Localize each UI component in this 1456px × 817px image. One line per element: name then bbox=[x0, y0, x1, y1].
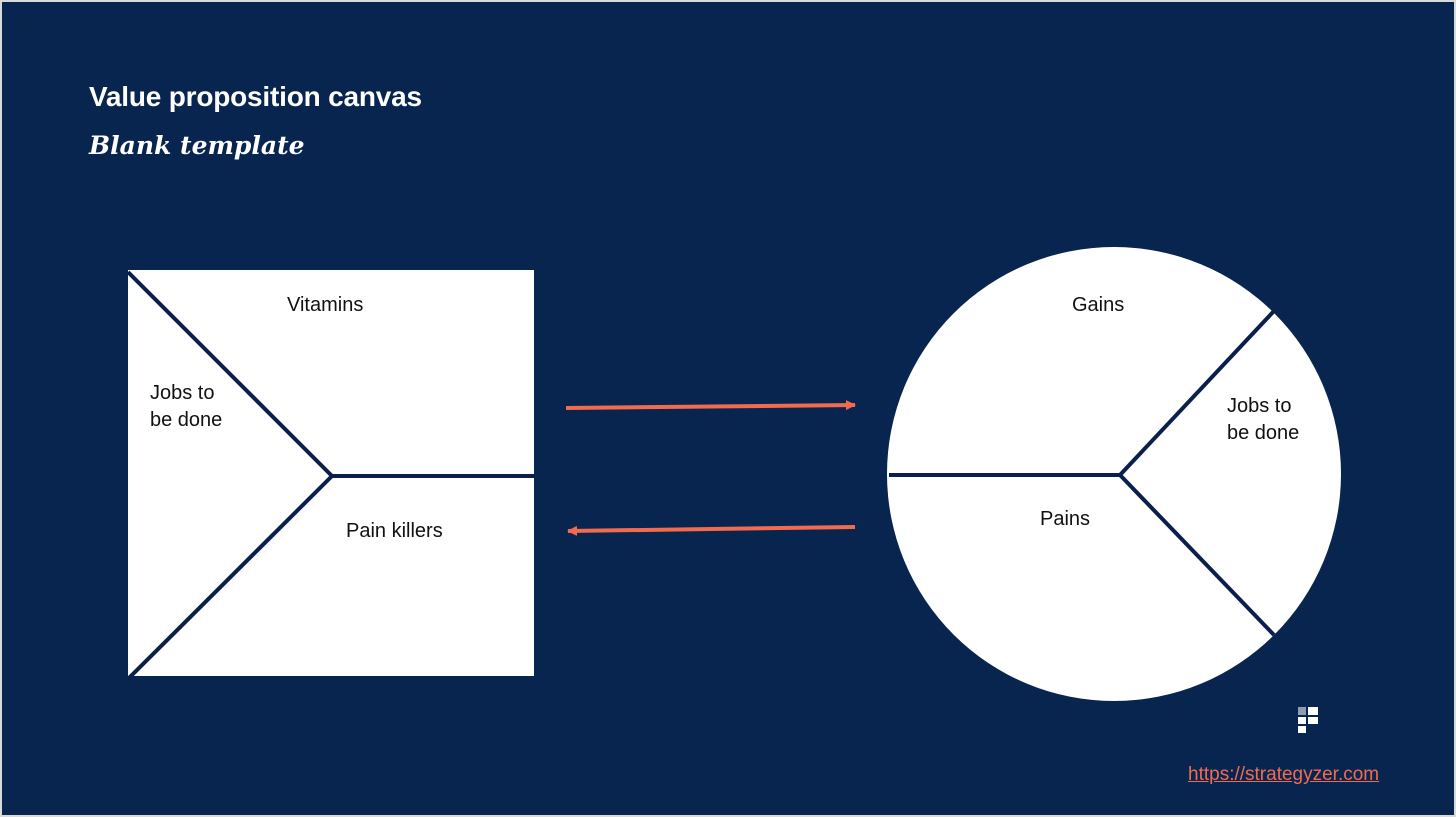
strategyzer-link[interactable]: https://strategyzer.com bbox=[1188, 764, 1380, 785]
customer-profile-gains-label: Gains bbox=[1072, 294, 1124, 316]
value-map-pain-killers-label: Pain killers bbox=[346, 520, 443, 542]
value-map-divider-upper bbox=[126, 270, 334, 478]
customer-profile-pains-label: Pains bbox=[1040, 508, 1090, 530]
customer-profile-divider-lower bbox=[1118, 473, 1276, 637]
strategyzer-logo-icon bbox=[1298, 707, 1318, 733]
customer-profile-jobs-label-line1: Jobs to bbox=[1227, 395, 1291, 417]
value-map-vitamins-label: Vitamins bbox=[287, 294, 363, 316]
slide-subtitle: Blank template bbox=[89, 131, 305, 160]
customer-profile-jobs-label-line2: be done bbox=[1227, 422, 1299, 444]
customer-profile-divider-upper bbox=[1118, 309, 1276, 477]
value-map-divider-lower bbox=[126, 474, 334, 681]
arrow-right-icon bbox=[565, 400, 856, 411]
value-map-jobs-label-line2: be done bbox=[150, 409, 222, 431]
value-map-jobs-label-line1: Jobs to bbox=[150, 382, 214, 404]
customer-profile: Gains Jobs to be done Pains bbox=[887, 247, 1341, 701]
arrow-left-icon bbox=[567, 525, 856, 536]
slide-title: Value proposition canvas bbox=[89, 81, 422, 112]
value-map: Vitamins Jobs to be done Pain killers bbox=[126, 270, 534, 681]
